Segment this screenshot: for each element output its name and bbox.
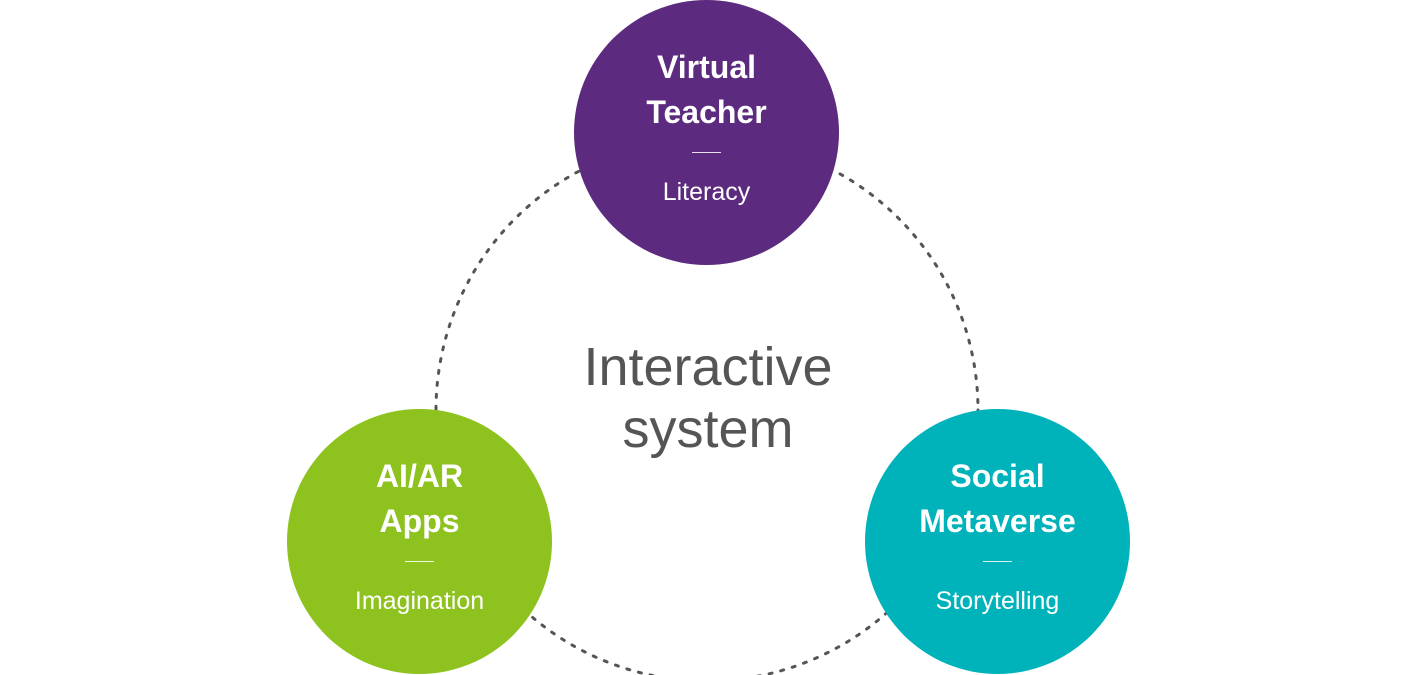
- node-title-line-2: Metaverse: [919, 503, 1076, 539]
- node-subtitle: Literacy: [662, 178, 751, 206]
- node-title-line-2: Teacher: [646, 94, 767, 130]
- node-title-line-1: AI/AR: [375, 458, 464, 494]
- node-divider: [983, 561, 1012, 562]
- center-title-line-2: system: [622, 399, 794, 459]
- node-divider: [405, 561, 434, 562]
- node-virtual-teacher: Virtual Teacher Literacy: [574, 0, 839, 265]
- node-title: Social Metaverse: [865, 454, 1130, 544]
- node-divider: [692, 152, 721, 153]
- center-title: Interactive system: [508, 336, 908, 460]
- node-title-line-2: Apps: [379, 503, 460, 539]
- node-title: Virtual Teacher: [574, 45, 839, 135]
- node-title: AI/AR Apps: [287, 454, 552, 544]
- node-title-line-1: Social: [950, 458, 1045, 494]
- node-social-metaverse: Social Metaverse Storytelling: [865, 409, 1130, 674]
- node-subtitle: Imagination: [354, 587, 485, 615]
- node-title-line-1: Virtual: [657, 49, 756, 85]
- center-title-line-1: Interactive: [583, 337, 833, 397]
- node-ai-ar-apps: AI/AR Apps Imagination: [287, 409, 552, 674]
- node-subtitle: Storytelling: [935, 587, 1060, 615]
